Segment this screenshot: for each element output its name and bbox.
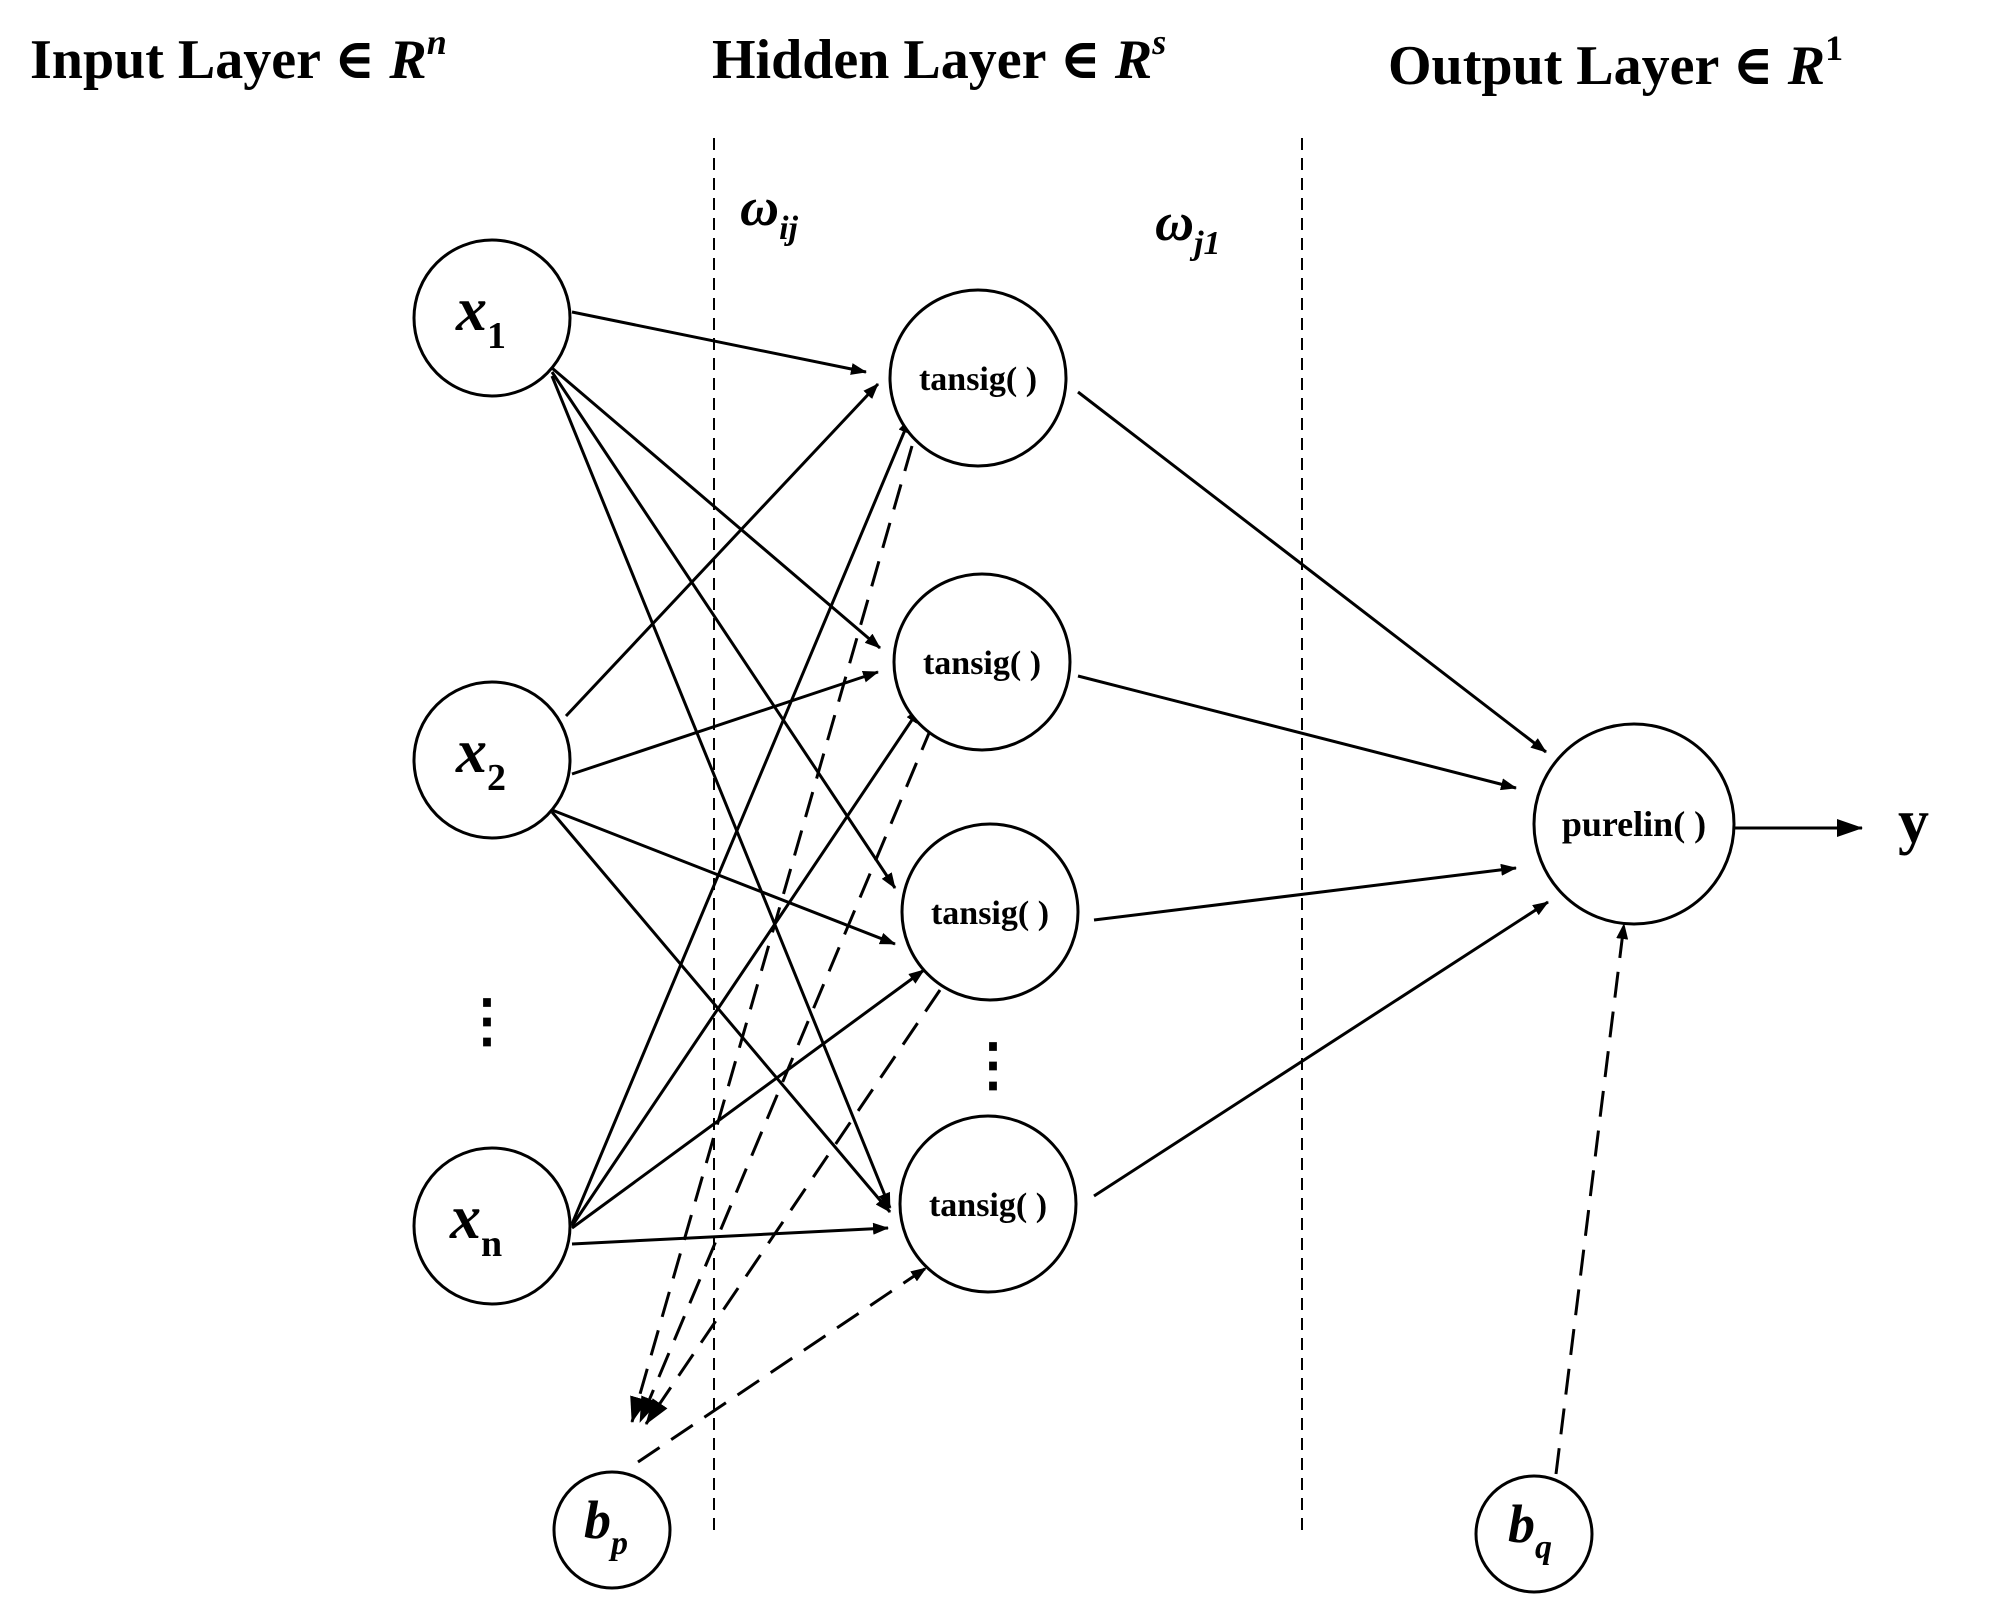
edge-xn-h2	[570, 707, 922, 1227]
output-variable-y: y	[1898, 788, 1929, 856]
weight-label-hidden-output: ωj1	[1155, 192, 1221, 262]
edge-x2-h1	[564, 382, 880, 718]
edge-x1-h3	[550, 371, 897, 889]
bias-node-bq: bq	[1474, 1474, 1594, 1594]
input-node-x1: x1	[412, 238, 572, 398]
hidden-node-2: tansig( )	[892, 572, 1072, 752]
edges-hidden-output	[1077, 390, 1863, 1475]
bias-node-bp: bp	[552, 1470, 672, 1590]
edge-xn-h4	[571, 1222, 889, 1246]
bias-node-bp-label: bp	[584, 1490, 628, 1562]
output-node: purelin( )	[1532, 722, 1736, 926]
hidden-node-3-label: tansig( )	[931, 895, 1049, 932]
input-layer-title: Input Layer ∈ Rn	[30, 22, 447, 91]
edge-xn-h1	[570, 417, 912, 1225]
edge-bp-h3	[644, 989, 942, 1425]
edge-x1-h2	[551, 366, 881, 650]
edge-xn-h3	[571, 968, 925, 1230]
edge-bp-h1	[630, 445, 914, 1423]
edge-x2-h3	[551, 808, 896, 946]
output-node-label: purelin( )	[1562, 804, 1706, 844]
input-node-x2-label: x2	[455, 718, 506, 799]
edge-x1-h1	[571, 310, 867, 375]
input-node-xn: xn	[412, 1146, 572, 1306]
edge-bq-out	[1554, 923, 1629, 1475]
bias-node-bq-label: bq	[1508, 1494, 1552, 1566]
input-node-x1-label: x1	[455, 276, 506, 357]
hidden-node-1-label: tansig( )	[919, 361, 1037, 398]
edge-h4-out	[1093, 900, 1549, 1198]
hidden-layer-title: Hidden Layer ∈ Rs	[712, 22, 1166, 91]
edge-x1-h4	[550, 375, 892, 1209]
hidden-node-1: tansig( )	[888, 288, 1068, 468]
edge-h2-out	[1077, 674, 1517, 791]
edge-h1-out	[1077, 390, 1547, 754]
weight-label-input-hidden: ωij	[740, 177, 799, 247]
input-node-xn-label: xn	[449, 1184, 502, 1265]
edge-h3-out	[1093, 863, 1517, 922]
edge-x2-h2	[571, 670, 879, 776]
edge-x2-h4	[550, 811, 892, 1213]
hidden-node-4-label: tansig( )	[929, 1187, 1047, 1224]
output-layer-title: Output Layer ∈ R1	[1388, 28, 1843, 97]
hidden-node-4: tansig( )	[898, 1114, 1078, 1294]
edge-bp-h2	[638, 725, 934, 1423]
hidden-node-3: tansig( )	[900, 822, 1080, 1002]
hidden-node-2-label: tansig( )	[923, 645, 1041, 682]
edges-bias-hidden	[630, 445, 942, 1464]
input-node-x2: x2	[412, 680, 572, 840]
edges-input-hidden	[550, 310, 925, 1246]
edge-bp-h4	[637, 1266, 927, 1464]
input-ellipsis: ⋮	[458, 988, 516, 1053]
hidden-ellipsis: ⋮	[964, 1032, 1022, 1097]
